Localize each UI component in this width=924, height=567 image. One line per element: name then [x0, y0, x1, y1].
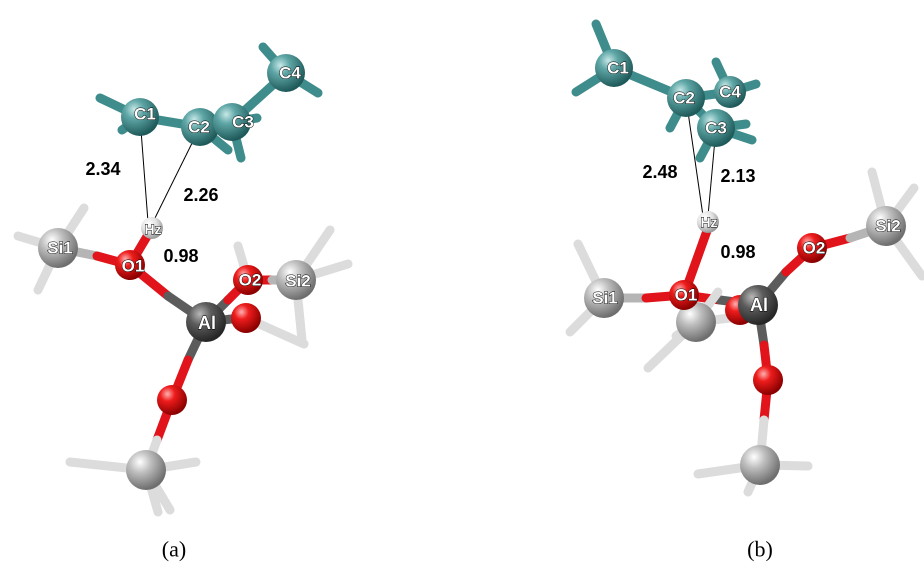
silicon-atom: [676, 302, 716, 342]
carbon-c2-atom: [667, 79, 705, 117]
atom-label: C3: [705, 119, 727, 138]
atom-labels-a: C1 C2 C3 C4 Hz Si1 O1 O2 Si2 Al: [47, 63, 311, 333]
carbon-c1-atom: [121, 98, 159, 136]
oxygen-o1-atom: [669, 280, 699, 310]
oxygen-atom: [753, 365, 783, 395]
atom-label: Al: [750, 295, 768, 315]
panel-b: C1 C2 C4 C3 Hz Si1 O1 O2 Si2 Al 2.48 2.1…: [565, 19, 924, 562]
oxygen-o2-atom: [797, 233, 827, 263]
atom-label: O1: [122, 257, 145, 276]
panel-label-b: (b): [747, 537, 773, 562]
atom-label: Al: [198, 313, 216, 333]
carbon-methyl-atom: [126, 450, 166, 490]
atom-label: Si2: [875, 217, 901, 236]
carbon-methyl-atom: [740, 445, 780, 485]
atom-label: C1: [134, 105, 156, 124]
atoms-a: [38, 54, 316, 490]
oxygen-atom: [231, 303, 261, 333]
atom-label: C2: [673, 89, 695, 108]
atom-label: C2: [188, 118, 210, 137]
atoms-b: [584, 49, 906, 485]
carbon-c3-atom: [213, 103, 251, 141]
atom-label: O2: [803, 239, 826, 258]
distance-label: 2.48: [642, 162, 677, 182]
aluminum-atom: [186, 302, 226, 342]
panel-label-a: (a): [162, 537, 186, 562]
silicon-si2-atom: [276, 260, 316, 300]
atom-label: Si1: [47, 239, 73, 258]
silicon-si1-atom: [38, 228, 78, 268]
panel-a: C1 C2 C3 C4 Hz Si1 O1 O2 Si2 Al 2.34 2.2…: [13, 42, 353, 562]
atom-label: Hz: [700, 214, 717, 230]
silicon-si1-atom: [584, 278, 624, 318]
carbon-c4-atom: [714, 76, 746, 108]
distance-label: 2.34: [85, 159, 120, 179]
atom-label: Hz: [144, 221, 161, 237]
distance-label: 0.98: [163, 246, 198, 266]
distance-label: 2.26: [183, 185, 218, 205]
atom-label: C4: [279, 64, 301, 83]
atom-label: C4: [719, 83, 741, 102]
atom-label: O2: [239, 271, 262, 290]
oxygen-o2-atom: [233, 265, 263, 295]
distance-labels-a: 2.34 2.26 0.98: [85, 159, 218, 266]
hydrogen-hz-atom: [697, 211, 719, 233]
atom-labels-b: C1 C2 C4 C3 Hz Si1 O1 O2 Si2 Al: [592, 58, 901, 315]
atom-label: C3: [232, 113, 254, 132]
atom-label: Si1: [592, 289, 618, 308]
atom-label: O1: [675, 286, 698, 305]
hydrogen-hz-atom: [141, 217, 163, 239]
distance-label: 2.13: [720, 166, 755, 186]
distance-label: 0.98: [720, 242, 755, 262]
carbon-c2-atom: [181, 108, 219, 146]
atom-label: C1: [607, 59, 629, 78]
carbon-c1-atom: [595, 49, 633, 87]
silicon-si2-atom: [866, 206, 906, 246]
carbon-c3-atom: [697, 109, 735, 147]
distance-labels-b: 2.48 2.13 0.98: [642, 162, 755, 262]
oxygen-atom: [157, 385, 187, 415]
atom-label: Si2: [285, 272, 311, 291]
carbon-c4-atom: [267, 54, 305, 92]
oxygen-o1-atom: [115, 250, 145, 280]
aluminum-atom: [738, 285, 778, 325]
